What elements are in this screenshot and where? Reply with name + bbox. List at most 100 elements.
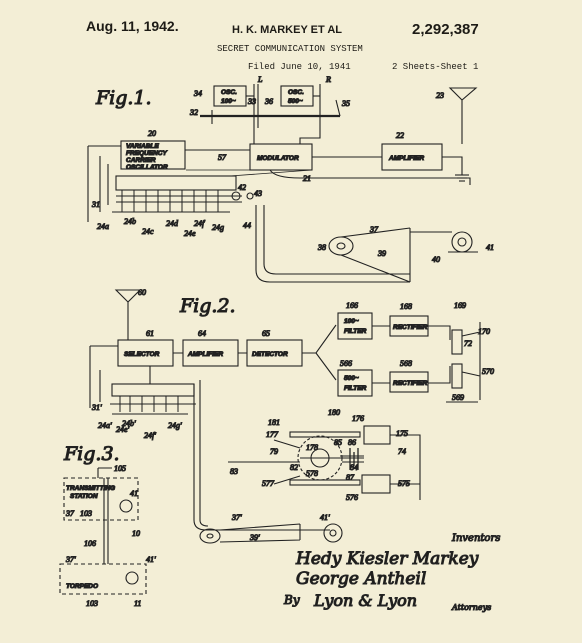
ref-176: 176 xyxy=(352,414,364,423)
ref-L: L xyxy=(257,75,263,84)
ref-577: 577 xyxy=(262,479,275,488)
fig1-label: Fig.1. xyxy=(95,87,152,109)
tape-switch-bank-2 xyxy=(111,383,195,397)
selector-label: SELECTOR xyxy=(124,351,160,358)
ref-42: 42 xyxy=(238,183,246,192)
ref-35: 35 xyxy=(341,99,350,108)
ref-24e: 24e xyxy=(184,229,196,238)
ref-31p: 31' xyxy=(91,403,102,412)
ref-40: 40 xyxy=(432,255,440,264)
filed-date: Filed June 10, 1941 xyxy=(248,62,351,72)
ref-84: 84 xyxy=(350,463,358,472)
vfo-line1: VARIABLE xyxy=(126,143,159,150)
ref-578: 578 xyxy=(306,469,318,478)
transmitting-station-box xyxy=(63,477,139,521)
solenoid-575 xyxy=(361,474,391,494)
ref-41p: 41' xyxy=(320,513,330,522)
solenoid-175 xyxy=(363,425,391,445)
ref-37: 37 xyxy=(369,225,379,234)
osc-100-line1: OSC. xyxy=(221,89,237,96)
ref-24f: 24f xyxy=(194,219,206,228)
ref-168: 168 xyxy=(400,302,412,311)
ref-37p-fig3: 37' xyxy=(65,555,76,564)
ref-569: 569 xyxy=(452,393,464,402)
fig3-label: Fig.3. xyxy=(63,443,120,465)
ref-11: 11 xyxy=(134,599,141,608)
ref-575: 575 xyxy=(398,479,410,488)
ref-24gp: 24g' xyxy=(168,421,182,430)
ref-44: 44 xyxy=(243,221,251,230)
ref-175: 175 xyxy=(396,429,408,438)
transmitting-line1: TRANSMITTING xyxy=(66,485,115,492)
ref-568: 568 xyxy=(400,359,412,368)
ref-570: 570 xyxy=(482,367,494,376)
ref-41: 41 xyxy=(486,243,494,252)
ref-20: 20 xyxy=(148,129,156,138)
ref-31: 31 xyxy=(91,200,100,209)
ref-41-fig3: 41 xyxy=(130,489,138,498)
inventors-label: Inventors xyxy=(451,533,500,544)
ref-86: 86 xyxy=(348,438,356,447)
ref-61: 61 xyxy=(146,329,154,338)
ref-87: 87 xyxy=(346,473,355,482)
patent-date: Aug. 11, 1942. xyxy=(86,18,179,34)
ref-103-fig3: 103 xyxy=(80,509,92,518)
ref-60: 60 xyxy=(138,288,146,297)
vfo-line3: CARRIER xyxy=(126,157,156,164)
filter-500-line2: FILTER xyxy=(344,385,367,392)
transmitting-line2: STATION xyxy=(70,493,98,500)
vfo-line2: FREQUENCY xyxy=(126,150,167,157)
filter-500-line1: 500~ xyxy=(344,375,359,382)
ref-24fp: 24f' xyxy=(144,431,156,440)
ref-180: 180 xyxy=(328,408,340,417)
ref-23: 23 xyxy=(436,91,444,100)
ref-37-fig3: 37 xyxy=(65,509,75,518)
ref-85: 85 xyxy=(334,438,342,447)
fig2-label: Fig.2. xyxy=(179,295,236,317)
amplifier-1-label: AMPLIFIER xyxy=(388,155,424,162)
ref-79: 79 xyxy=(270,447,278,456)
ref-24ep: 24e' xyxy=(116,425,130,434)
sheet-count: 2 Sheets-Sheet 1 xyxy=(392,62,479,72)
ref-39p: 39' xyxy=(249,533,260,542)
filter-100-line1: 100~ xyxy=(344,318,359,325)
ref-166: 166 xyxy=(346,301,358,310)
ref-24ap: 24a' xyxy=(98,421,112,430)
ref-181: 181 xyxy=(268,418,280,427)
ref-105: 105 xyxy=(114,464,126,473)
ref-21: 21 xyxy=(303,174,311,183)
ref-74: 74 xyxy=(398,447,406,456)
tape-switch-bank-1 xyxy=(115,175,237,191)
ref-82: 82 xyxy=(290,463,298,472)
rectifier-2-box xyxy=(389,371,429,393)
filter-100-box xyxy=(337,312,373,340)
patent-title: SECRET COMMUNICATION SYSTEM xyxy=(217,44,363,54)
agent-signature: Lyon & Lyon xyxy=(313,591,417,610)
torpedo-box xyxy=(59,563,147,595)
vfo-box xyxy=(120,140,186,170)
rectifier-1-label: RECTIFIER xyxy=(393,324,428,331)
ref-169: 169 xyxy=(454,301,466,310)
ref-39: 39 xyxy=(377,249,386,258)
attorneys-label: Attorneys xyxy=(451,603,491,612)
ref-566: 566 xyxy=(340,359,352,368)
ref-178: 178 xyxy=(306,443,318,452)
ref-43: 43 xyxy=(254,189,262,198)
ref-10: 10 xyxy=(132,529,140,538)
ref-24c: 24c xyxy=(142,227,154,236)
ref-106: 106 xyxy=(84,539,96,548)
ref-57: 57 xyxy=(218,153,227,162)
filter-500-box xyxy=(337,369,373,397)
ref-38: 38 xyxy=(317,243,326,252)
ref-41p-fig3: 41' xyxy=(146,555,156,564)
osc-500-line1: OSC. xyxy=(288,89,304,96)
ref-37p: 37' xyxy=(231,513,242,522)
ref-24a: 24a xyxy=(97,222,109,231)
ref-22: 22 xyxy=(396,131,404,140)
rectifier-2-label: RECTIFIER xyxy=(393,380,428,387)
ref-32: 32 xyxy=(189,108,198,117)
ref-24g: 24g xyxy=(212,223,224,232)
ref-170: 170 xyxy=(478,327,490,336)
ref-24b: 24b xyxy=(124,217,136,226)
by-label: By xyxy=(283,593,300,607)
